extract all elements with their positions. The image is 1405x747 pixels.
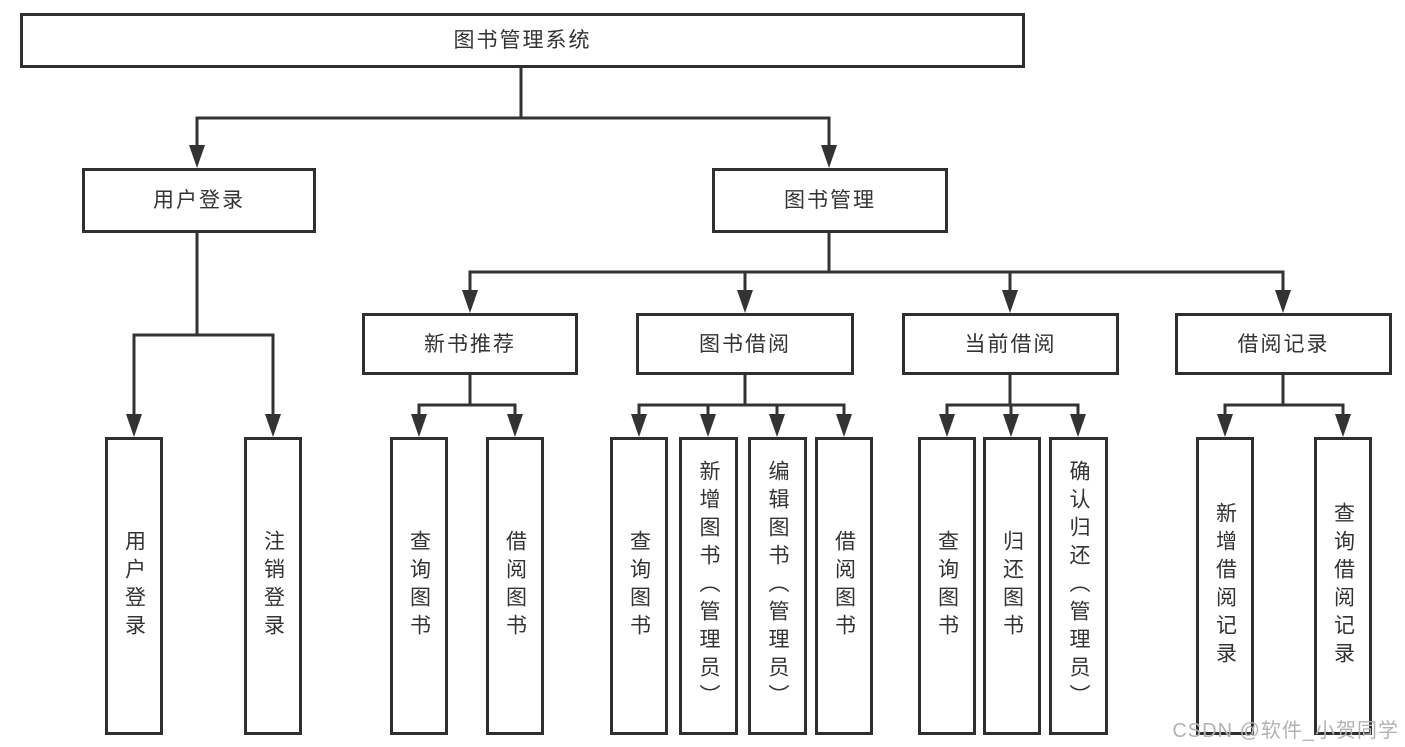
leaf-query-books-current: 查询图书 [918,437,976,735]
node-current-borrow: 当前借阅 [902,313,1119,375]
leaf-confirm-return-admin: 确认归还（管理员） [1049,437,1108,735]
connector-current-borrow-children [939,375,1086,437]
node-borrow-records: 借阅记录 [1175,313,1392,375]
node-library-management-system: 图书管理系统 [20,13,1025,68]
node-new-book-recommend: 新书推荐 [362,313,578,375]
leaf-query-books-recommend: 查询图书 [390,437,448,735]
node-user-login: 用户登录 [82,168,316,233]
leaf-edit-book-admin: 编辑图书（管理员） [748,437,807,735]
connector-user-login-children [126,233,281,437]
leaf-query-books-borrow: 查询图书 [610,437,668,735]
node-book-management: 图书管理 [712,168,948,233]
connector-borrow-records-children [1217,375,1351,437]
leaf-borrow-books-borrow: 借阅图书 [815,437,873,735]
connector-new-book-recommend-children [411,375,523,437]
leaf-query-borrow-record: 查询借阅记录 [1314,437,1372,735]
leaf-borrow-books-recommend: 借阅图书 [486,437,544,735]
leaf-user-login: 用户登录 [105,437,163,735]
watermark-text: CSDN @软件_小贺同学 [1172,720,1399,742]
leaf-add-borrow-record: 新增借阅记录 [1196,437,1254,735]
leaf-logout: 注销登录 [244,437,302,735]
node-book-borrow: 图书借阅 [636,313,854,375]
leaf-add-book-admin: 新增图书（管理员） [679,437,738,735]
connector-root-to-level2 [189,68,837,168]
connector-book-management-children [462,233,1291,313]
connector-book-borrow-children [631,375,852,437]
leaf-return-books: 归还图书 [983,437,1041,735]
